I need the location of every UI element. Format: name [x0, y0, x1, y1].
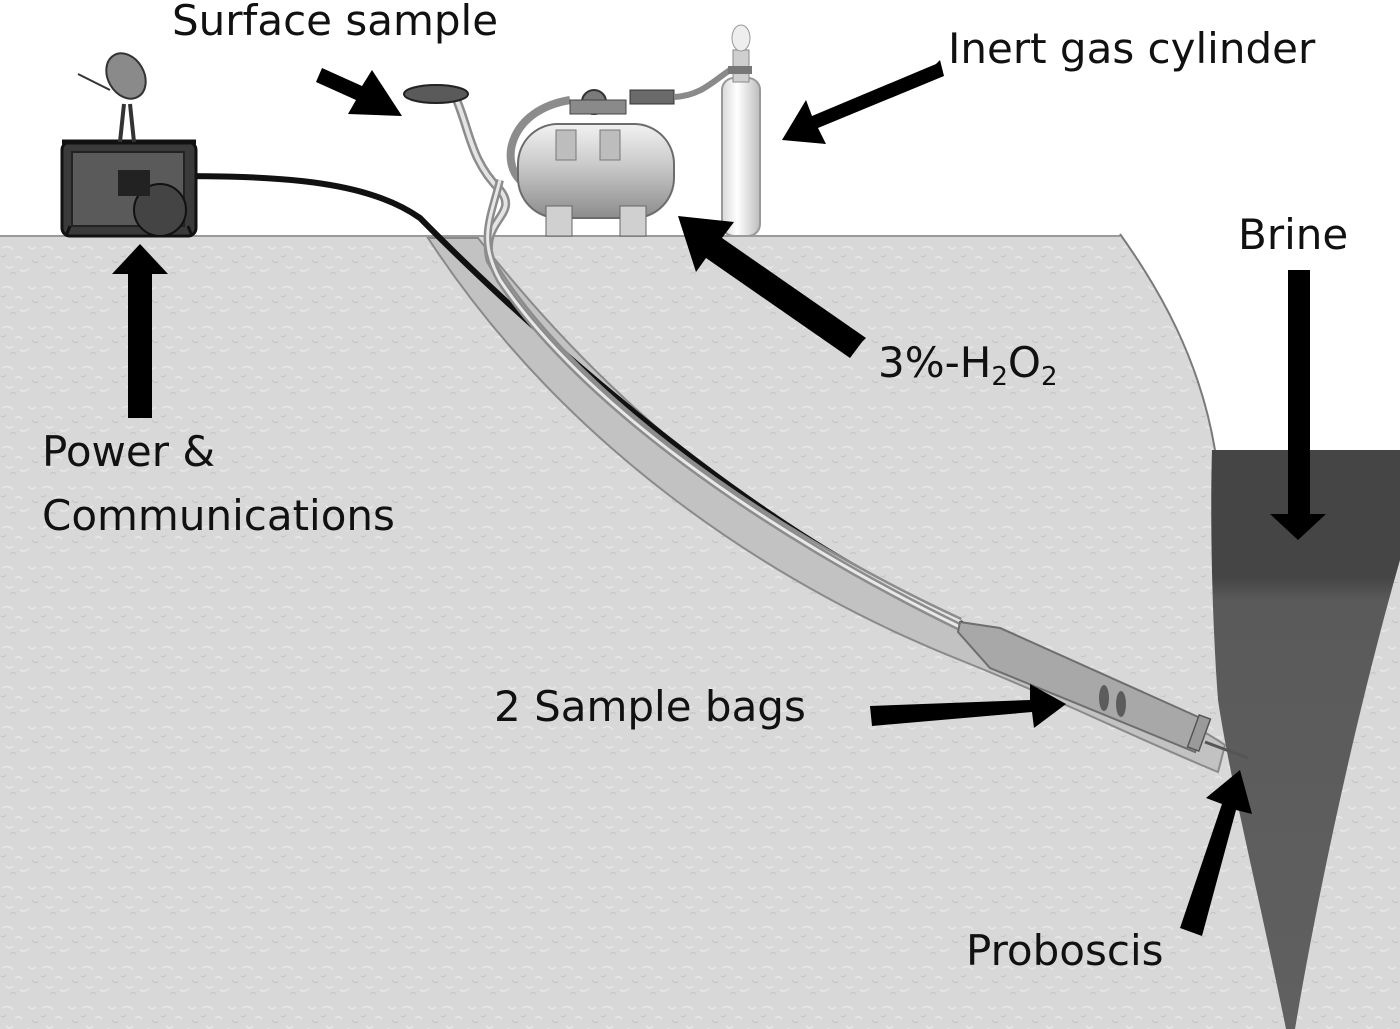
label-power-line2: Communications — [42, 491, 395, 540]
arrows — [112, 60, 1326, 936]
surface-sample-disc — [403, 84, 469, 104]
generator — [60, 139, 198, 238]
sample-bag-2 — [1116, 691, 1126, 717]
label-power-communications: Power & Communications — [42, 420, 395, 548]
gas-cylinder — [721, 24, 761, 237]
arrow-inert-gas — [782, 60, 944, 144]
proboscis-tip — [1204, 740, 1249, 760]
pressure-tank — [517, 67, 732, 237]
brine-pool — [1211, 450, 1400, 1029]
label-h2o2-mid: O — [1007, 338, 1041, 387]
label-surface-sample: Surface sample — [172, 0, 499, 45]
crater-wall — [1120, 234, 1400, 450]
arrow-surface-sample — [316, 68, 402, 116]
arrow-power — [112, 244, 168, 418]
arrow-brine — [1270, 270, 1326, 540]
arrow-sample-bags — [870, 684, 1066, 728]
label-h2o2: 3%-H2O2 — [878, 338, 1058, 392]
label-power-line1: Power & — [42, 427, 216, 476]
satellite-dish — [77, 52, 147, 143]
probe — [956, 620, 1249, 760]
ground — [0, 235, 1400, 1029]
sample-bag-1 — [1099, 685, 1109, 711]
label-h2o2-sub1: 2 — [991, 362, 1008, 392]
arrow-h2o2 — [678, 216, 866, 358]
label-brine: Brine — [1238, 210, 1349, 259]
arrow-proboscis — [1180, 770, 1252, 936]
label-proboscis: Proboscis — [966, 926, 1164, 975]
label-h2o2-prefix: 3%-H — [878, 338, 992, 387]
label-inert-gas-cylinder: Inert gas cylinder — [948, 24, 1316, 73]
label-h2o2-sub2: 2 — [1040, 362, 1058, 392]
label-sample-bags: 2 Sample bags — [494, 682, 806, 731]
